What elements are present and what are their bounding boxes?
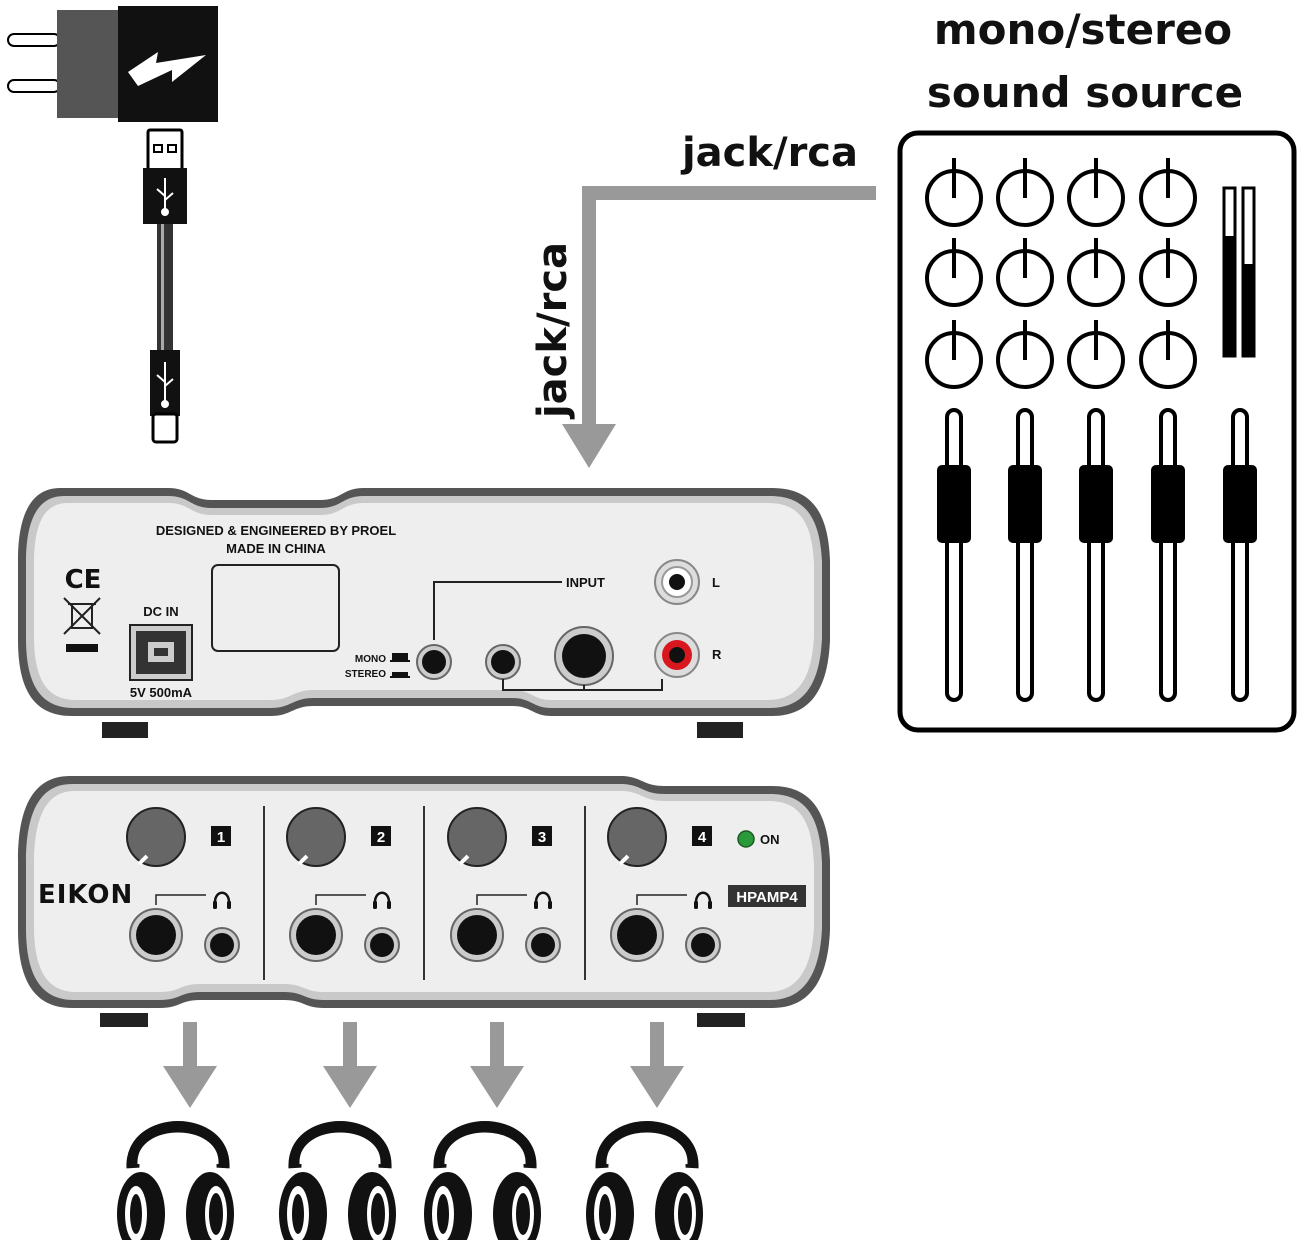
gain-knob bbox=[125, 806, 187, 868]
channel-number: 1 bbox=[217, 829, 225, 846]
input-mini-jack bbox=[485, 644, 521, 680]
headphone-jack-small bbox=[525, 927, 561, 963]
model-label: HPAMP4 bbox=[736, 889, 798, 906]
rca-right-label: R bbox=[712, 647, 722, 662]
label-placeholder-box bbox=[211, 564, 340, 652]
headphone-jack-small bbox=[685, 927, 721, 963]
mono-label: MONO bbox=[355, 654, 386, 665]
stereo-label: STEREO bbox=[345, 669, 386, 680]
source-title-line1: mono/stereo bbox=[934, 5, 1232, 54]
headphones-icon bbox=[117, 1128, 234, 1240]
gain-knob bbox=[446, 806, 508, 868]
headphones-icon bbox=[586, 1128, 703, 1240]
headphone-jack-large bbox=[450, 908, 504, 962]
channel-number: 3 bbox=[538, 829, 546, 846]
credit-line1: DESIGNED & ENGINEERED BY PROEL bbox=[156, 523, 396, 538]
power-label: ON bbox=[760, 832, 780, 847]
jack-bracket-line bbox=[636, 894, 687, 905]
channel-number: 2 bbox=[377, 829, 385, 846]
gain-knob bbox=[606, 806, 668, 868]
model-badge bbox=[728, 885, 806, 907]
headphone-jack-small bbox=[364, 927, 400, 963]
input-bracket-line bbox=[433, 581, 562, 640]
rca-right-jack bbox=[654, 632, 700, 678]
channel-badge bbox=[371, 826, 391, 846]
dc-in-label: DC IN bbox=[143, 604, 178, 619]
gain-knob bbox=[285, 806, 347, 868]
channel-badge bbox=[532, 826, 552, 846]
cable-label-vertical: jack/rca bbox=[530, 242, 576, 420]
headphones-icon bbox=[279, 1128, 396, 1240]
brand-logo: EIKON bbox=[38, 880, 133, 910]
jack-bracket-line bbox=[155, 894, 206, 905]
cable-label-horizontal: jack/rca bbox=[680, 130, 858, 176]
rear-panel bbox=[18, 488, 830, 738]
mono-stereo-switch bbox=[390, 653, 410, 678]
jack-bracket-line bbox=[315, 894, 366, 905]
mixer-icon bbox=[897, 130, 1297, 733]
input-label: INPUT bbox=[566, 575, 605, 590]
headphone-jack-large bbox=[289, 908, 343, 962]
weee-bin-icon bbox=[63, 597, 101, 652]
channel-badge bbox=[692, 826, 712, 846]
mono-stereo-jack bbox=[416, 644, 452, 680]
ce-mark: CE bbox=[65, 565, 102, 595]
power-spec: 5V 500mA bbox=[130, 685, 193, 700]
usb-power-adapter-icon bbox=[7, 6, 218, 444]
rca-left-jack bbox=[654, 559, 700, 605]
output-arrow-icon bbox=[630, 1022, 684, 1108]
input-big-jack bbox=[554, 626, 614, 686]
channel-number: 4 bbox=[698, 829, 707, 846]
output-arrow-icon bbox=[323, 1022, 377, 1108]
input-group-line bbox=[502, 679, 663, 691]
credit-line2: MADE IN CHINA bbox=[226, 541, 326, 556]
headphone-jack-large bbox=[610, 908, 664, 962]
rca-left-label: L bbox=[712, 575, 720, 590]
source-title-line2: sound source bbox=[927, 68, 1243, 117]
jack-bracket-line bbox=[476, 894, 527, 905]
cable-route bbox=[562, 186, 876, 468]
channel-badge bbox=[211, 826, 231, 846]
headphone-jack-large bbox=[129, 908, 183, 962]
power-led bbox=[737, 830, 755, 848]
usb-b-port bbox=[129, 624, 193, 681]
headphone-jack-small bbox=[204, 927, 240, 963]
headphones-icon bbox=[424, 1128, 541, 1240]
output-arrow-icon bbox=[163, 1022, 217, 1108]
output-arrow-icon bbox=[470, 1022, 524, 1108]
